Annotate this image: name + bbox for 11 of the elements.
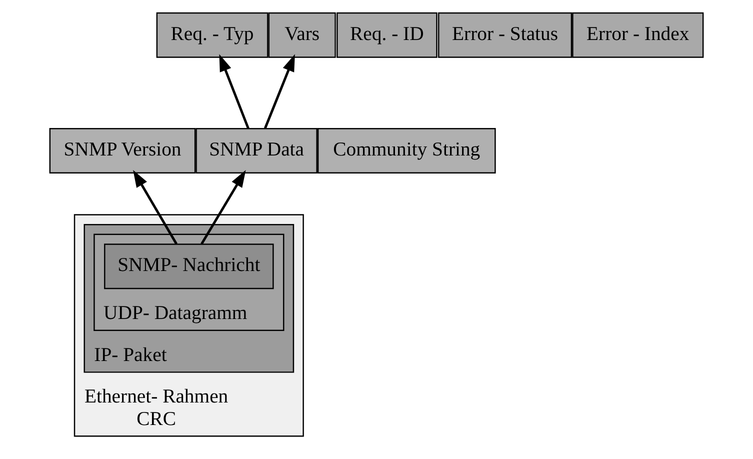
node-box: Error - Index — [572, 12, 704, 58]
node-box: Req. - Typ — [156, 12, 268, 58]
arrow — [219, 54, 250, 129]
node-box: Error - Status — [438, 12, 572, 58]
arrow — [264, 54, 295, 129]
node-box: SNMP- Nachricht — [104, 244, 274, 290]
node-box: SNMP Data — [196, 128, 318, 174]
node-box: Req. - ID — [336, 12, 438, 58]
node-box: SNMP Version — [49, 128, 196, 174]
node-box: Vars — [268, 12, 336, 58]
node-box: Community String — [317, 128, 496, 174]
